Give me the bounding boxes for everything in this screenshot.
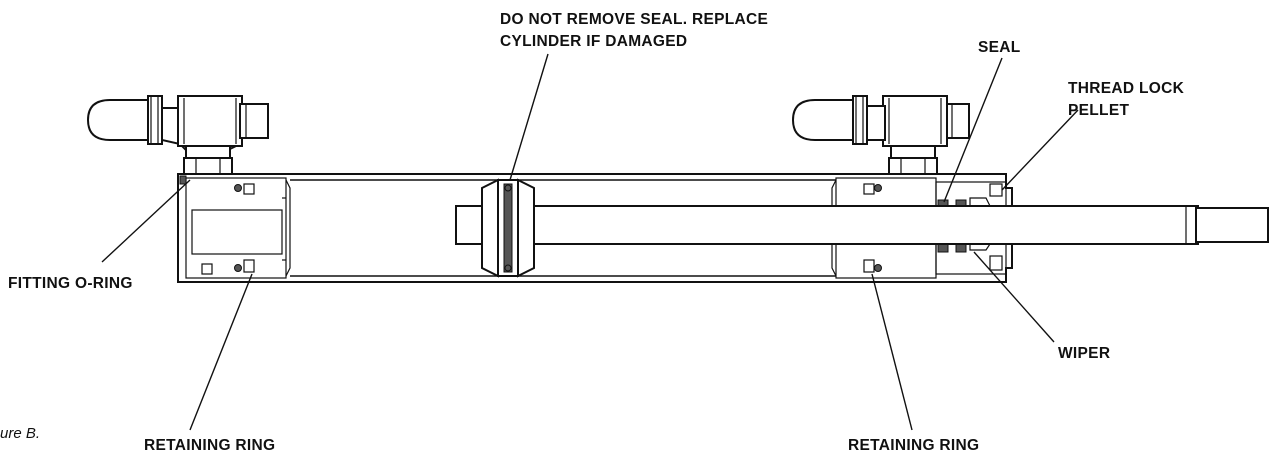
leader-do-not-remove (509, 53, 549, 181)
label-thread-lock-line2: PELLET (1068, 102, 1129, 119)
piston (481, 178, 535, 278)
label-wiper: WIPER (1058, 345, 1110, 362)
leader-wiper (973, 251, 1055, 343)
label-retaining-ring-left: RETAINING RING (144, 437, 275, 454)
figure-caption: ure B. (0, 425, 40, 442)
leader-retaining-ring-left (189, 273, 253, 431)
label-do-not-remove-line1: DO NOT REMOVE SEAL. REPLACE (500, 11, 768, 28)
label-do-not-remove-line2: CYLINDER IF DAMAGED (500, 33, 687, 50)
leader-seal (943, 57, 1003, 203)
piston-rod (455, 205, 1269, 245)
leader-thread-lock (1001, 109, 1079, 191)
label-seal: SEAL (978, 39, 1021, 56)
label-fitting-oring: FITTING O-RING (8, 275, 133, 292)
label-retaining-ring-right: RETAINING RING (848, 437, 979, 454)
label-thread-lock-line1: THREAD LOCK (1068, 80, 1185, 97)
leader-retaining-ring-right (871, 273, 913, 431)
leader-fitting-oring (101, 179, 191, 263)
leader-lines (101, 53, 1079, 431)
